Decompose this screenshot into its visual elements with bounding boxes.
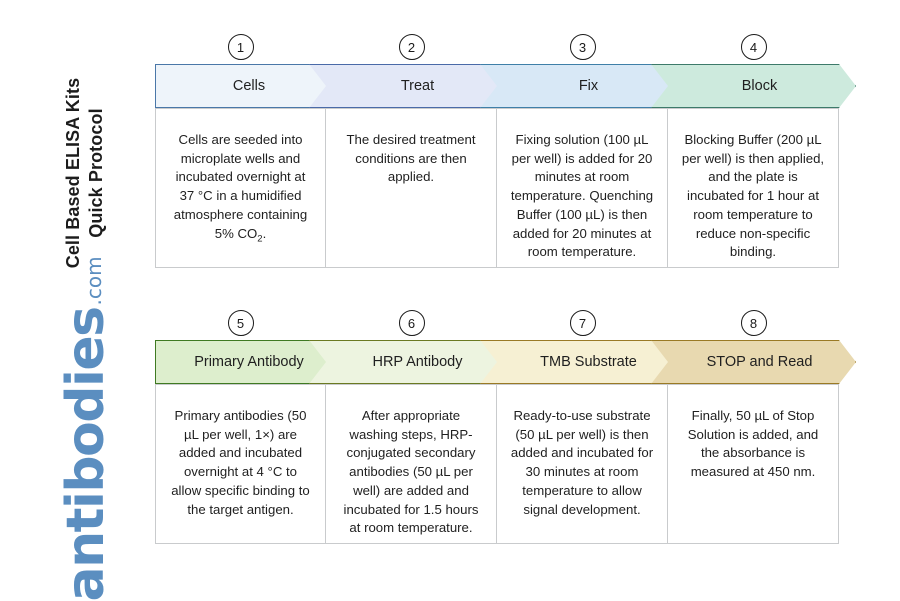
step-body-text-4: Blocking Buffer (200 µL per well) is the…: [681, 132, 825, 260]
step-badge-7: 7: [569, 310, 596, 336]
protocol-row-2: 5 6 7 8 Primary Antibody HRP Antibody TMB Sub…: [155, 310, 845, 544]
step-body-text-6: After appropriate washing steps, HRP-con…: [343, 408, 479, 536]
step-chevron-6[interactable]: HRP Antibody: [309, 340, 514, 384]
step-body-text-1: Cells are seeded into microplate wells a…: [173, 132, 308, 245]
step-body-cell-7: Ready-to-use substrate (50 µL per well) …: [497, 384, 668, 544]
step-badge-strip-2: 5 6 7 8: [155, 310, 839, 340]
step-chevron-label-7: TMB Substrate: [540, 354, 637, 370]
step-chevron-1[interactable]: Cells: [155, 64, 343, 108]
step-body-text-7: Ready-to-use substrate (50 µL per well) …: [510, 408, 654, 517]
step-chevron-label-4: Block: [741, 78, 778, 94]
step-body-text-2: The desired treatment conditions are the…: [346, 132, 476, 185]
left-rail: Cell Based ELISA Kits Quick Protocol ant…: [0, 0, 150, 601]
step-chevron-8[interactable]: STOP and Read: [651, 340, 856, 384]
step-chevron-label-2: Treat: [400, 78, 435, 94]
chevron-strip-2: Primary Antibody HRP Antibody TMB Substrat…: [155, 340, 845, 384]
step-body-cell-1: Cells are seeded into microplate wells a…: [155, 108, 326, 268]
step-body-text-5: Primary antibodies (50 µL per well, 1×) …: [171, 408, 310, 517]
step-chevron-label-1: Cells: [232, 78, 266, 94]
step-badge-5: 5: [227, 310, 254, 336]
step-badge-4: 4: [740, 34, 767, 60]
step-chevron-3[interactable]: Fix: [480, 64, 685, 108]
step-chevron-label-3: Fix: [578, 78, 599, 94]
step-chevron-7[interactable]: TMB Substrate: [480, 340, 685, 384]
body-strip-2: Primary antibodies (50 µL per well, 1×) …: [155, 384, 839, 544]
step-badge-3: 3: [569, 34, 596, 60]
brand-tld: .com: [81, 256, 106, 306]
step-badge-1: 1: [227, 34, 254, 60]
step-badge-8: 8: [740, 310, 767, 336]
step-body-cell-6: After appropriate washing steps, HRP-con…: [326, 384, 497, 544]
step-body-cell-5: Primary antibodies (50 µL per well, 1×) …: [155, 384, 326, 544]
brand-name: antibodies: [56, 307, 117, 601]
step-chevron-label-6: HRP Antibody: [372, 354, 463, 370]
body-strip-1: Cells are seeded into microplate wells a…: [155, 108, 839, 268]
step-body-cell-8: Finally, 50 µL of Stop Solution is added…: [668, 384, 839, 544]
step-badge-6: 6: [398, 310, 425, 336]
step-body-cell-4: Blocking Buffer (200 µL per well) is the…: [668, 108, 839, 268]
step-chevron-label-5: Primary Antibody: [194, 354, 304, 370]
step-body-cell-2: The desired treatment conditions are the…: [326, 108, 497, 268]
step-badge-strip-1: 1 2 3 4: [155, 34, 839, 64]
step-body-cell-3: Fixing solution (100 µL per well) is add…: [497, 108, 668, 268]
chevron-strip-1: Cells Treat Fix Block: [155, 64, 845, 108]
protocol-row-1: 1 2 3 4 Cells Treat Fix Block Cells are seeded…: [155, 34, 845, 268]
step-chevron-label-8: STOP and Read: [706, 354, 813, 370]
step-body-text-8: Finally, 50 µL of Stop Solution is added…: [687, 408, 819, 480]
step-chevron-5[interactable]: Primary Antibody: [155, 340, 343, 384]
step-badge-2: 2: [398, 34, 425, 60]
step-body-text-3: Fixing solution (100 µL per well) is add…: [510, 132, 654, 260]
step-chevron-4[interactable]: Block: [651, 64, 856, 108]
brand-watermark: antibodies .com: [56, 256, 116, 601]
step-chevron-2[interactable]: Treat: [309, 64, 514, 108]
